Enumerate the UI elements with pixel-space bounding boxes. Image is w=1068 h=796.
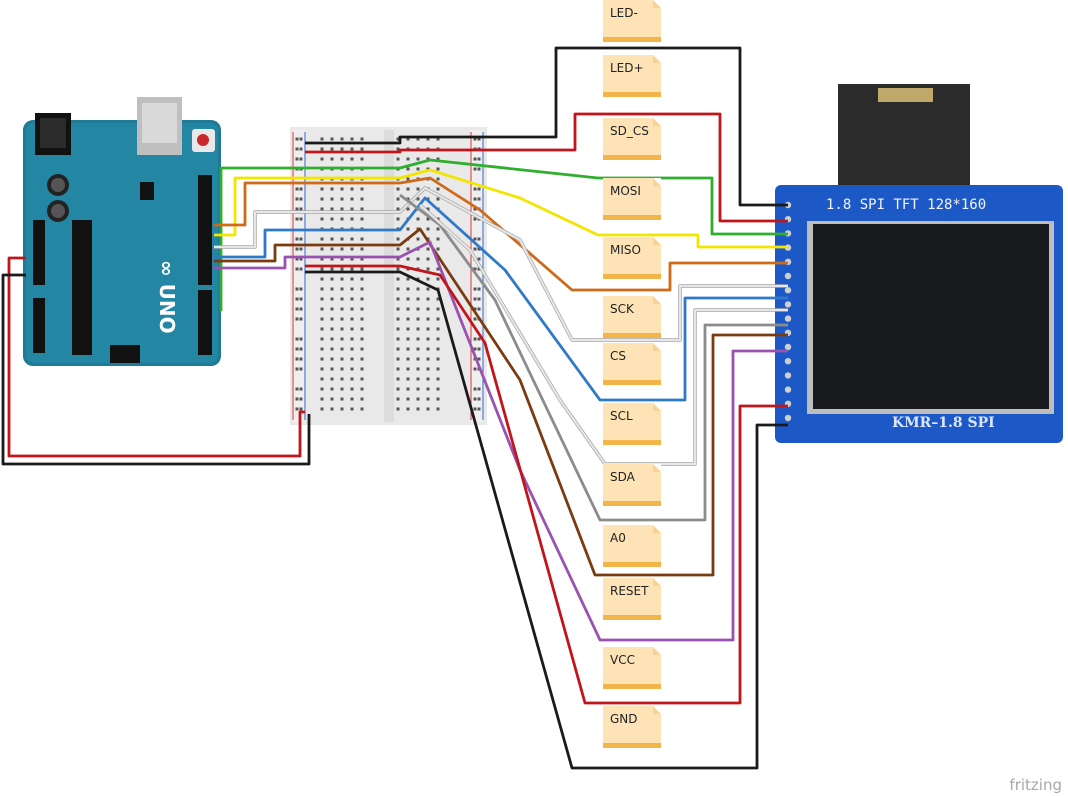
pin-label-led-minus: LED+ [603,55,661,97]
pin-label-vcc: VCC [603,647,661,689]
tft-display-module [775,84,1063,443]
wire-purple-8 [214,240,788,642]
fritzing-watermark: fritzing [1009,776,1062,794]
wire-red-11 [305,264,788,705]
pin-label-sck: SCK [603,296,661,338]
wire-black-12 [305,270,788,770]
pin-label-text: MOSI [610,184,641,198]
pin-label-miso: MISO [603,237,661,279]
pin-label-text: A0 [610,531,626,545]
wire-red-1 [305,112,788,223]
pin-label-text: SCK [610,302,634,316]
pin-label-mosi: MOSI [603,178,661,220]
wire-red-13 [7,256,305,458]
pin-label-reset: RESET [603,578,661,620]
pin-label-text: MISO [610,243,641,257]
wire-black-0 [305,46,788,207]
pin-label-text: VCC [610,653,635,667]
wire-brown-7 [214,227,788,577]
pin-label-text: SCL [610,409,633,423]
wire-orange-4 [214,176,788,292]
wire-black-14 [1,273,311,466]
pin-label-text: SD_CS [610,124,649,138]
pin-label-text: RESET [610,584,649,598]
display-title: 1.8 SPI TFT 128*160 [826,197,987,213]
wire-blue-6 [214,196,788,402]
pin-label-sd-cs: SD_CS [603,118,661,160]
pin-label-cs: CS [603,343,661,385]
arduino-uno-logo: ∞ UNO [155,260,179,334]
pin-label-led-minus: LED- [603,0,661,42]
pin-label-text: LED+ [610,61,644,75]
pin-label-scl: SCL [603,403,661,445]
wire-green-2 [219,158,788,311]
pin-label-sda: SDA [603,464,661,506]
pin-label-text: CS [610,349,626,363]
breadboard [290,127,487,425]
wire-white-5 [214,186,788,342]
pin-label-gnd: GND [603,706,661,748]
display-model-label: KMR–1.8 SPI [892,415,995,431]
arduino-uno-board: ∞ UNO [23,97,221,366]
pin-label-text: GND [610,712,638,726]
wire-yellow-3 [214,168,788,249]
pin-label-text: SDA [610,470,635,484]
pin-label-a0: A0 [603,525,661,567]
pin-label-text: LED- [610,6,638,20]
